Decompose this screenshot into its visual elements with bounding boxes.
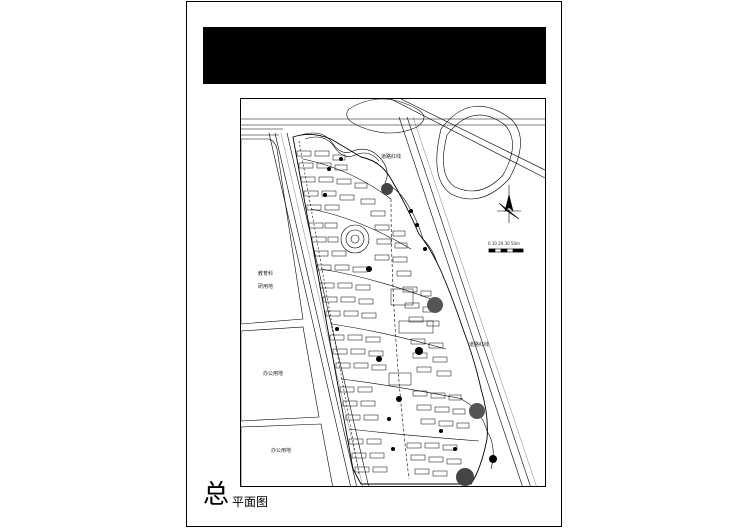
main-road-left-edge [268, 132, 351, 486]
drawing-sheet-border [186, 1, 562, 527]
site-boundary [292, 134, 488, 485]
drawing-title-rest: 平面图 [232, 495, 269, 509]
site-plan-viewport: 道路红线 道路红线 教育科 研用地 办公用地 办公用地 0 10 20 30 5… [240, 98, 546, 487]
interchange-loop-left [346, 99, 425, 134]
central-plaza [340, 224, 370, 254]
scale-bar-ticks: 0 10 20 30 50m [488, 241, 520, 246]
stream [300, 132, 438, 264]
zone-label-education: 教育科 [258, 271, 274, 277]
zone-label-research: 研用地 [258, 284, 274, 290]
road-red-line-label-top: 道路红线 [381, 154, 402, 160]
interchange-loop-right [436, 105, 521, 200]
site-plan-drawing [241, 99, 545, 486]
north-arrow-icon [497, 185, 521, 223]
parcel-office-2 [241, 423, 333, 486]
zone-label-office-2: 办公用地 [271, 448, 292, 454]
building-blocks [296, 150, 470, 477]
title-block-black-bar [203, 27, 546, 84]
right-road [398, 116, 523, 486]
drawing-title-large-char: 总 [203, 480, 230, 510]
road-red-line-label-right: 道路红线 [469, 342, 490, 348]
parcel-education [241, 138, 304, 325]
parcel-office-1 [241, 326, 320, 422]
zone-label-office-1: 办公用地 [263, 371, 284, 377]
tree-clusters [323, 157, 497, 486]
scale-bar-icon [488, 248, 524, 253]
